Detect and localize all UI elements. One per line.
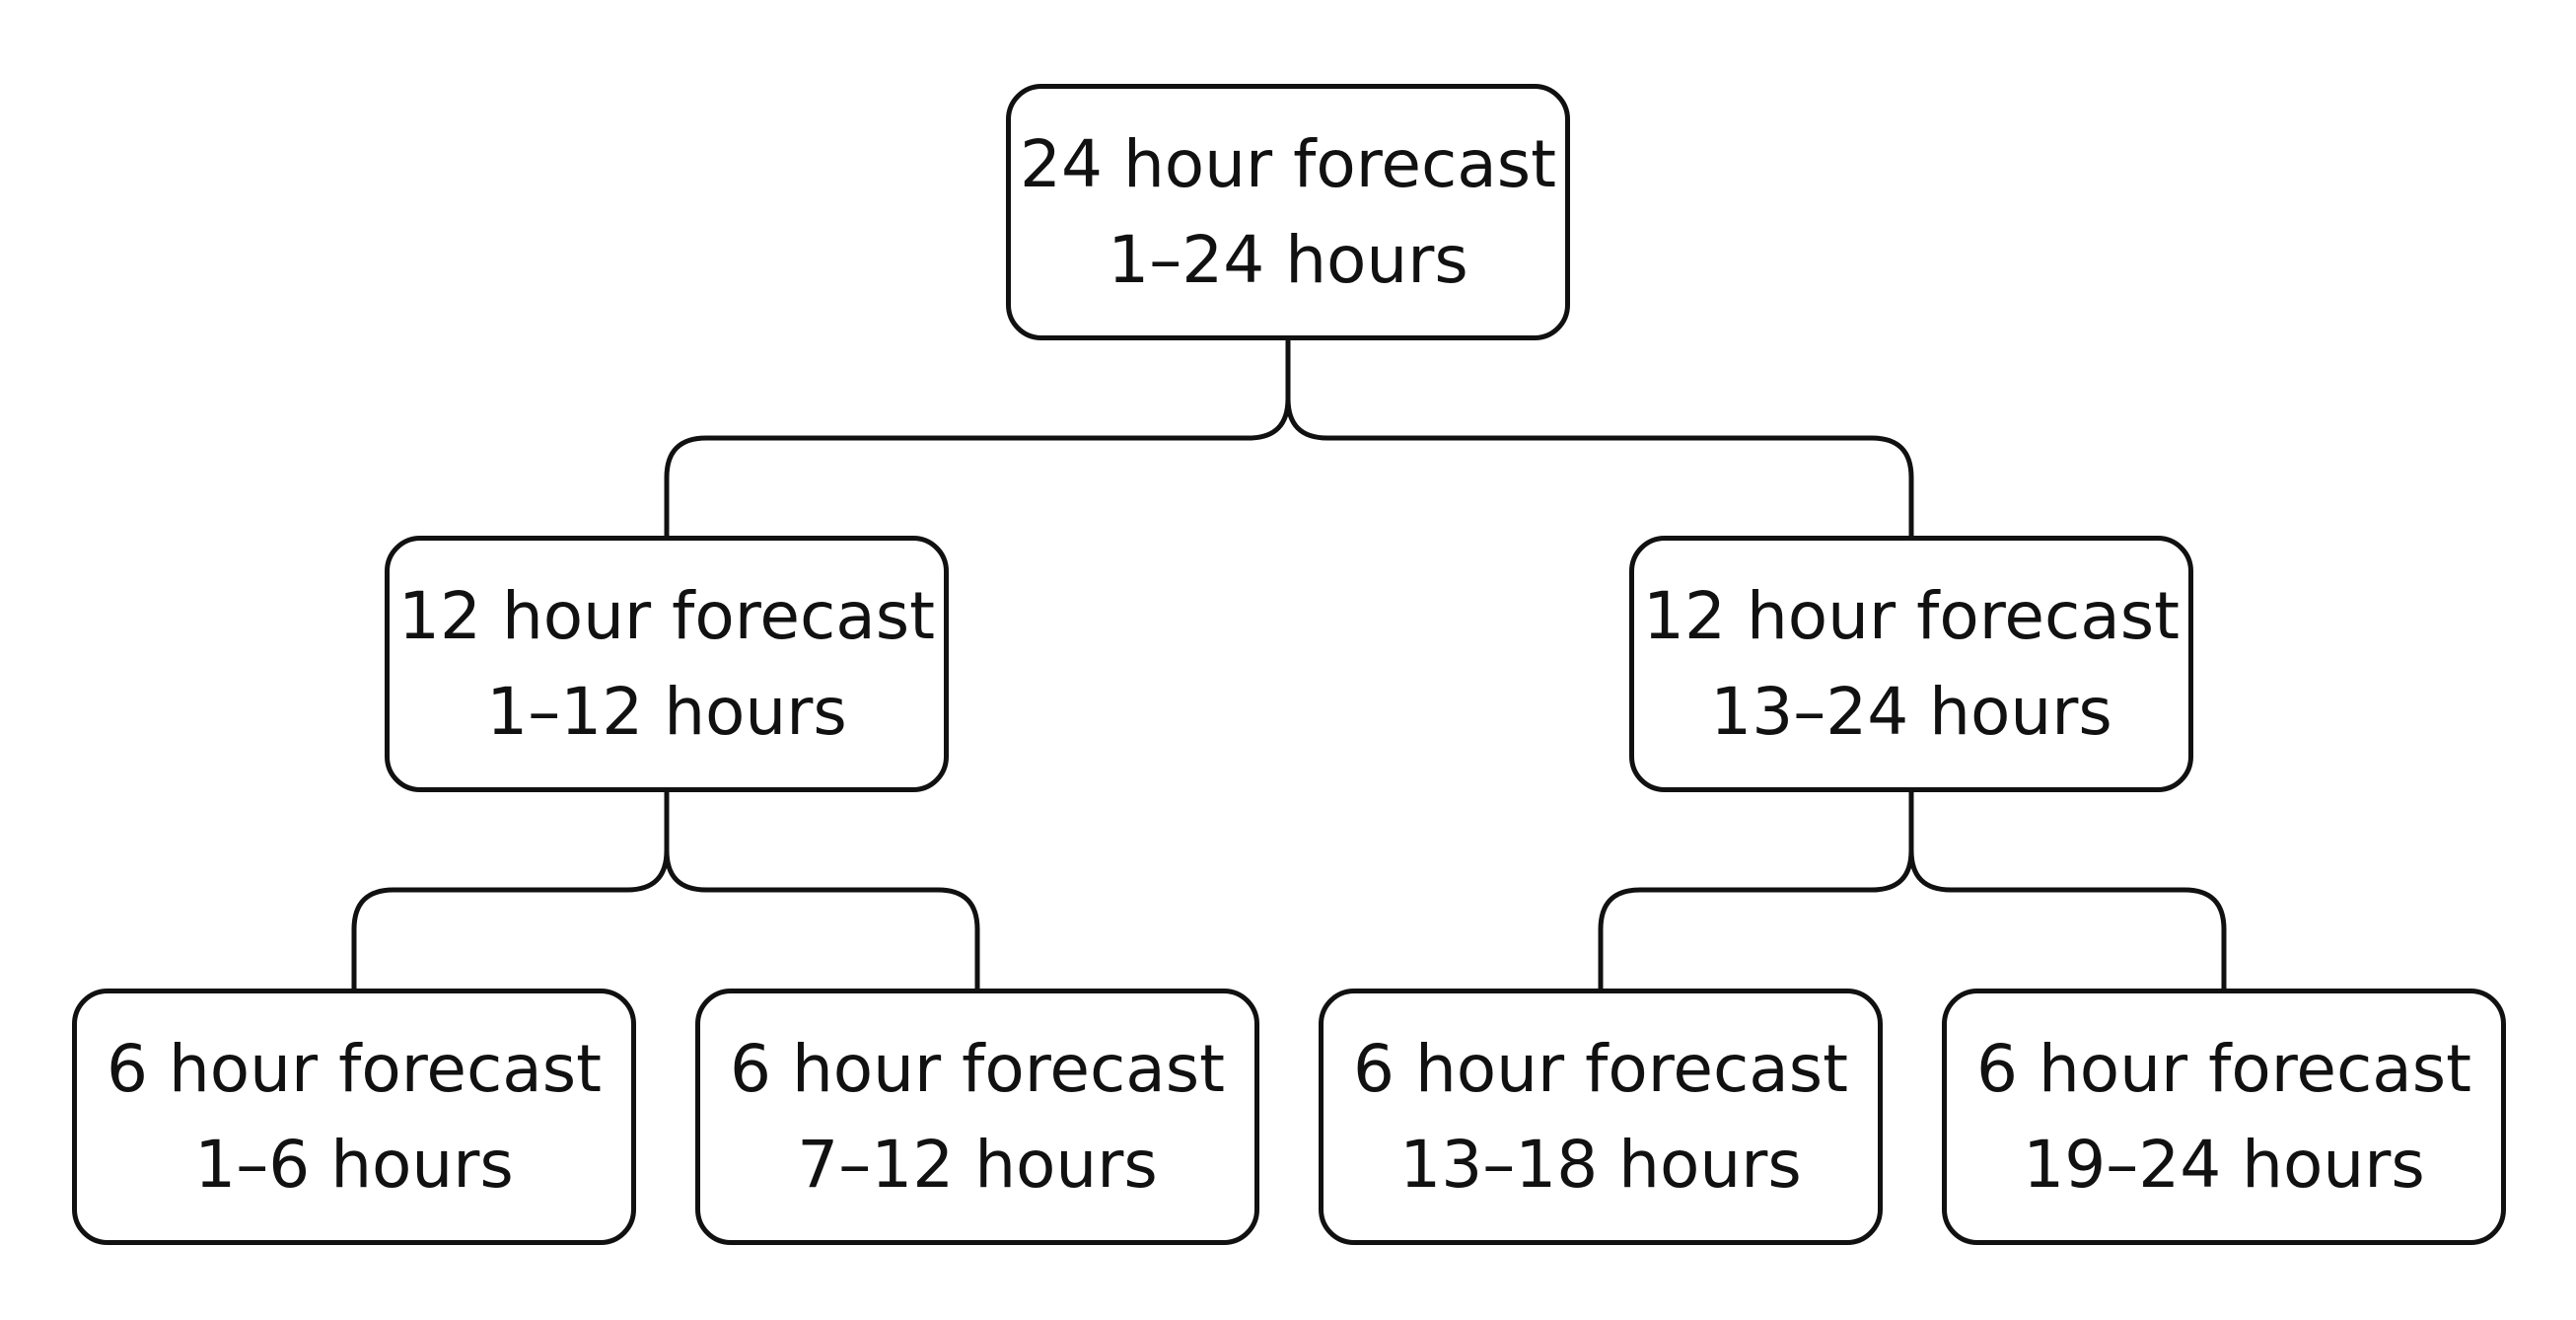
node-range: 13–18 hours: [1399, 1127, 1802, 1203]
connector-root-to-12-left: [664, 340, 1291, 536]
node-title: 12 hour forecast: [397, 578, 936, 654]
node-range: 13–24 hours: [1710, 674, 2112, 750]
node-title: 6 hour forecast: [1975, 1031, 2472, 1107]
node-title: 24 hour forecast: [1019, 126, 1557, 202]
node-range: 1–24 hours: [1108, 222, 1468, 298]
node-range: 1–6 hours: [194, 1127, 514, 1203]
node-range: 19–24 hours: [2023, 1127, 2425, 1203]
node-24-hour-forecast: 24 hour forecast 1–24 hours: [1006, 84, 1570, 340]
node-title: 6 hour forecast: [106, 1031, 603, 1107]
connector-12-right-to-6-4: [1908, 849, 2227, 989]
node-range: 1–12 hours: [486, 674, 847, 750]
node-6-hour-forecast-4: 6 hour forecast 19–24 hours: [1942, 989, 2506, 1245]
node-title: 6 hour forecast: [1352, 1031, 1849, 1107]
connector-12-right-to-6-3: [1598, 792, 1914, 989]
node-range: 7–12 hours: [797, 1127, 1158, 1203]
connector-root-to-12-right: [1285, 398, 1914, 536]
node-title: 6 hour forecast: [729, 1031, 1226, 1107]
node-6-hour-forecast-3: 6 hour forecast 13–18 hours: [1319, 989, 1883, 1245]
node-6-hour-forecast-1: 6 hour forecast 1–6 hours: [72, 989, 636, 1245]
node-12-hour-forecast-second: 12 hour forecast 13–24 hours: [1629, 536, 2193, 792]
connector-12-left-to-6-1: [351, 792, 670, 989]
connector-12-left-to-6-2: [664, 849, 980, 989]
node-title: 12 hour forecast: [1642, 578, 2181, 654]
node-12-hour-forecast-first: 12 hour forecast 1–12 hours: [385, 536, 949, 792]
node-6-hour-forecast-2: 6 hour forecast 7–12 hours: [695, 989, 1259, 1245]
